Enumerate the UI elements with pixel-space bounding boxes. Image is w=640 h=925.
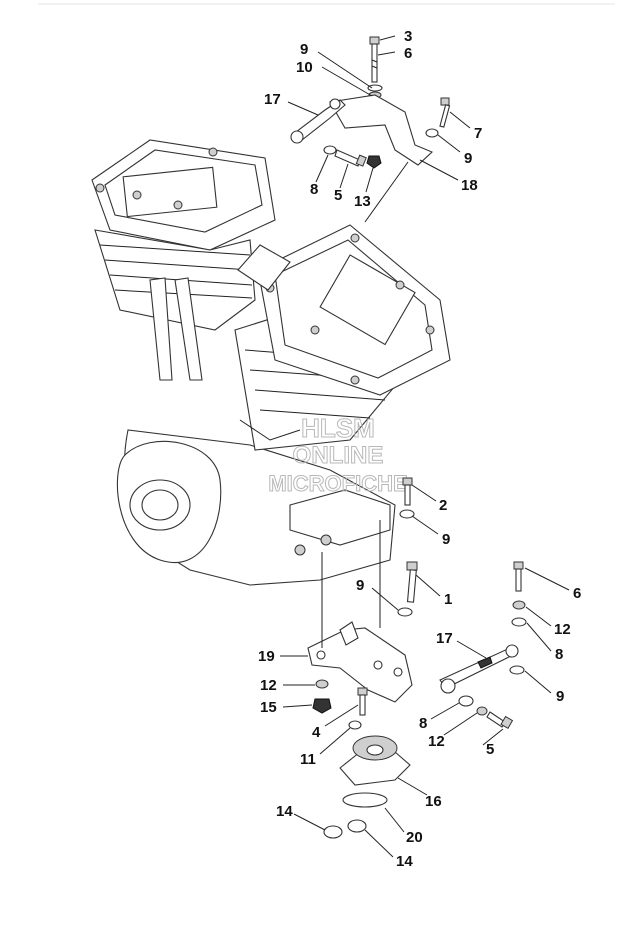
callout-5: 5	[334, 187, 342, 204]
callout-12: 12	[428, 733, 445, 750]
callout-13: 13	[354, 193, 371, 210]
callout-9: 9	[556, 688, 564, 705]
callout-9: 9	[300, 41, 308, 58]
callout-12: 12	[260, 677, 277, 694]
callout-15: 15	[260, 699, 277, 716]
callout-19: 19	[258, 648, 275, 665]
callout-10: 10	[296, 59, 313, 76]
engine-illustration	[91, 139, 451, 586]
callout-8: 8	[555, 646, 563, 663]
callout-3: 3	[404, 28, 412, 45]
callout-20: 20	[406, 829, 423, 846]
top-bracket-assembly	[290, 36, 451, 169]
watermark-line-3: MICROFICHE	[268, 471, 407, 496]
callout-7: 7	[474, 125, 482, 142]
callout-6: 6	[573, 585, 581, 602]
callout-8: 8	[310, 181, 318, 198]
callout-17: 17	[436, 630, 453, 647]
callout-5: 5	[486, 741, 494, 758]
front-mount-assembly	[307, 477, 527, 839]
callout-16: 16	[425, 793, 442, 810]
callout-18: 18	[461, 177, 478, 194]
watermark-line-2: ONLINE	[293, 442, 384, 469]
callout-1: 1	[444, 591, 452, 608]
callout-2: 2	[439, 497, 447, 514]
callout-9: 9	[356, 577, 364, 594]
callout-9: 9	[464, 150, 472, 167]
callout-14: 14	[276, 803, 293, 820]
callout-8: 8	[419, 715, 427, 732]
callout-17: 17	[264, 91, 281, 108]
callout-labels: 3 6 9 10 17 7 9 8 5 13 18 2 9 9 1 6 12 1…	[258, 28, 581, 870]
callout-14: 14	[396, 853, 413, 870]
callout-6: 6	[404, 45, 412, 62]
watermark-line-1: HLSM	[301, 413, 375, 443]
watermark: HLSM ONLINE MICROFICHE	[268, 413, 408, 497]
callout-12: 12	[554, 621, 571, 638]
callout-4: 4	[312, 724, 321, 741]
callout-9: 9	[442, 531, 450, 548]
callout-11: 11	[300, 751, 316, 768]
leader-lines	[280, 35, 570, 858]
